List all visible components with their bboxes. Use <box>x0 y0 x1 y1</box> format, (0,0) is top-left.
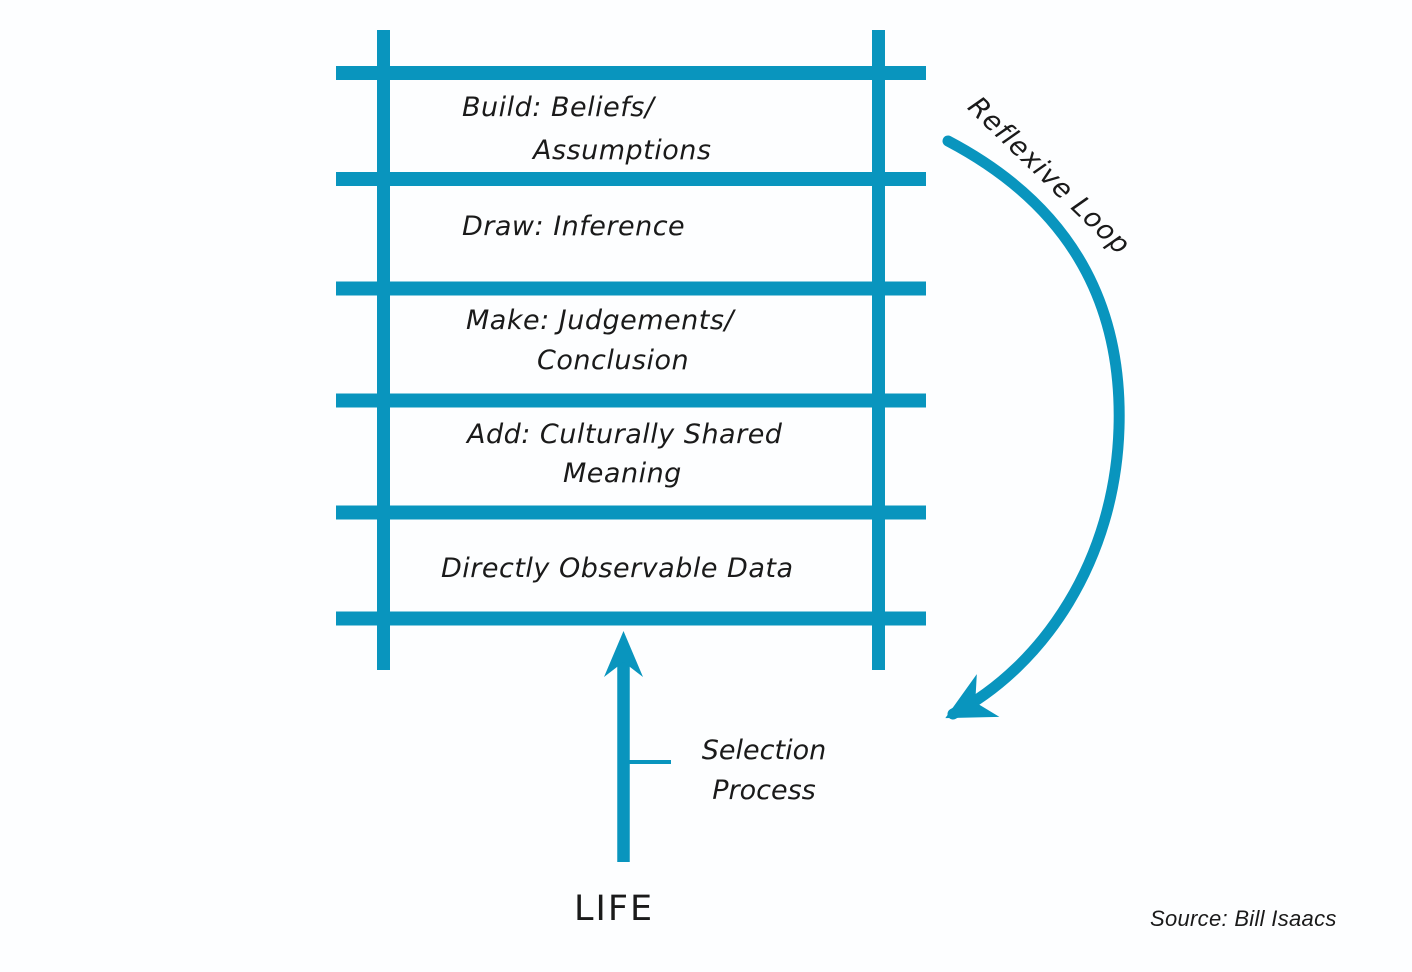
selection-process-line1: Selection <box>701 735 827 766</box>
rung-label-build-line1: Build: Beliefs/ <box>462 92 655 123</box>
life-arrowhead <box>604 631 643 677</box>
rung-label-draw: Draw: Inference <box>462 211 686 242</box>
rung-label-build-line2: Assumptions <box>533 135 712 166</box>
selection-process-label: Selection Process <box>658 731 870 811</box>
rung-label-add-line2: Meaning <box>563 458 682 489</box>
life-label: LIFE <box>574 889 655 929</box>
source-attribution: Source: Bill Isaacs <box>1150 906 1337 931</box>
rung-label-make-line1: Make: Judgements/ <box>466 305 735 336</box>
reflexive-loop-arc <box>942 135 1125 720</box>
selection-process-line2: Process <box>712 775 816 806</box>
rung-label-make-line2: Conclusion <box>537 345 690 376</box>
rung-label-data: Directly Observable Data <box>441 553 794 584</box>
rung-label-add-line1: Add: Culturally Shared <box>467 419 783 450</box>
